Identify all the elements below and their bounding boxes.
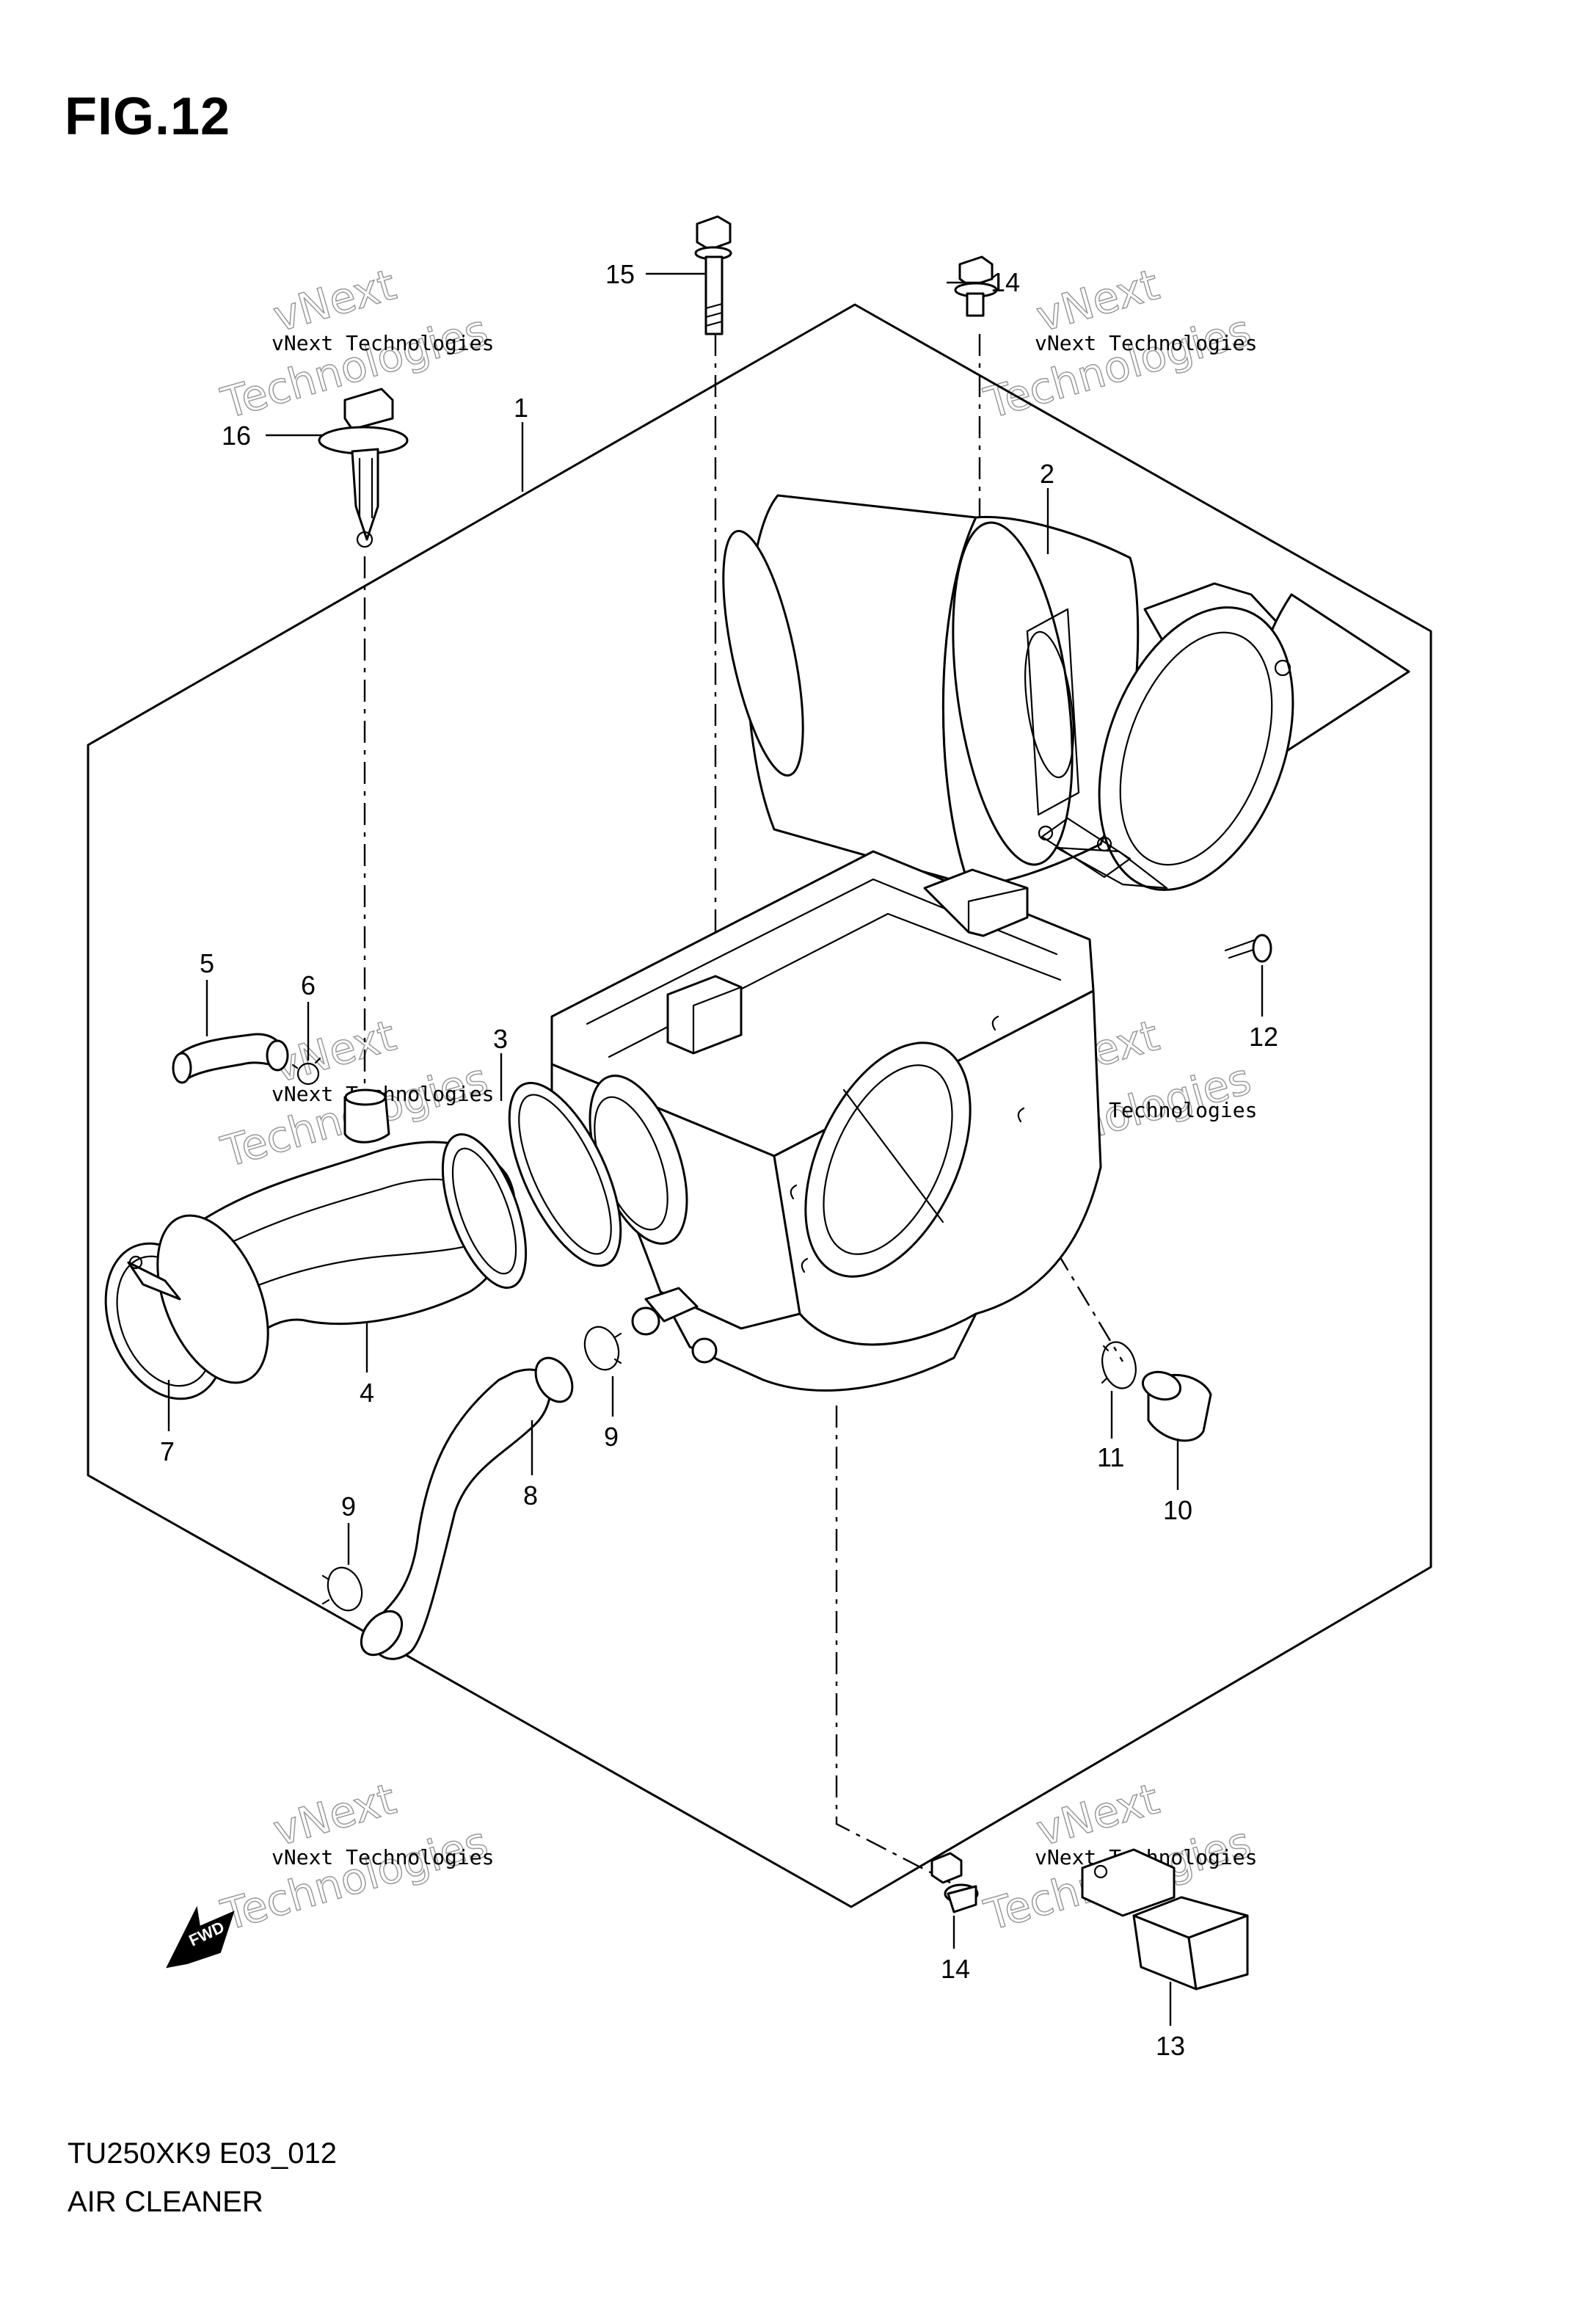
assembly-boundary [87, 303, 1432, 1908]
svg-text:vNext Technologies: vNext Technologies [272, 1845, 494, 1869]
drain-clamp [1101, 1341, 1137, 1389]
callout-5: 5 [200, 948, 214, 978]
callout-12: 12 [1249, 1022, 1278, 1052]
inlet-gasket [508, 1081, 622, 1268]
drain-plug [1141, 1370, 1212, 1442]
callout-1: 1 [514, 393, 528, 423]
leader-lines [167, 272, 1264, 2026]
callout-9b: 9 [341, 1491, 356, 1522]
callout-15: 15 [605, 259, 635, 289]
bracket-13 [1081, 1848, 1249, 1991]
svg-text:vNext: vNext [268, 259, 401, 341]
clip-16 [318, 388, 409, 548]
screw-12 [1224, 934, 1272, 963]
drain-hose [360, 1356, 574, 1660]
svg-text:vNext: vNext [1031, 259, 1165, 341]
hose-clamp [321, 1566, 363, 1612]
hose-clip-small [291, 1057, 321, 1086]
callout-2: 2 [1040, 459, 1054, 489]
hose-clamp [583, 1326, 622, 1371]
callout-8: 8 [523, 1480, 538, 1511]
callout-9a: 9 [604, 1422, 619, 1452]
callout-labels: 1 2 3 4 5 6 7 8 9 9 10 11 12 13 14 14 15… [160, 259, 1278, 2061]
callout-10: 10 [1163, 1495, 1192, 1525]
callout-3: 3 [493, 1024, 508, 1054]
air-cleaner-case [550, 850, 1102, 1392]
callout-6: 6 [301, 970, 316, 1000]
svg-text:Technologies: Technologies [979, 305, 1256, 428]
watermark: vNext Technologies vNext Technologies [978, 259, 1257, 429]
callout-14b: 14 [941, 1954, 970, 1984]
bolt-15 [694, 215, 732, 335]
forward-direction-icon: FWD [166, 1905, 235, 1969]
breather-hose [172, 1033, 289, 1084]
svg-text:Technologies: Technologies [216, 1817, 493, 1940]
callout-14a: 14 [991, 267, 1020, 297]
inlet-clamp [104, 1214, 269, 1400]
callout-16: 16 [222, 421, 251, 451]
air-filter-element [722, 494, 1410, 891]
figure-title: FIG.12 [65, 87, 231, 146]
model-code: TU250XK9 E03_012 [68, 2137, 337, 2170]
callout-11: 11 [1097, 1442, 1124, 1472]
svg-text:vNext Technologies: vNext Technologies [272, 331, 494, 355]
svg-text:vNext: vNext [268, 1773, 401, 1855]
figure-subtitle: AIR CLEANER [68, 2186, 263, 2218]
callout-7: 7 [160, 1436, 175, 1466]
svg-text:vNext: vNext [1031, 1773, 1165, 1855]
bolt-14-top [954, 255, 998, 317]
callout-4: 4 [360, 1378, 374, 1408]
callout-13: 13 [1156, 2031, 1185, 2061]
watermark: vNext Technologies vNext Technologies [215, 1773, 494, 1941]
bolt-14-bottom [930, 1852, 979, 1913]
svg-text:vNext Technologies: vNext Technologies [1035, 331, 1257, 355]
